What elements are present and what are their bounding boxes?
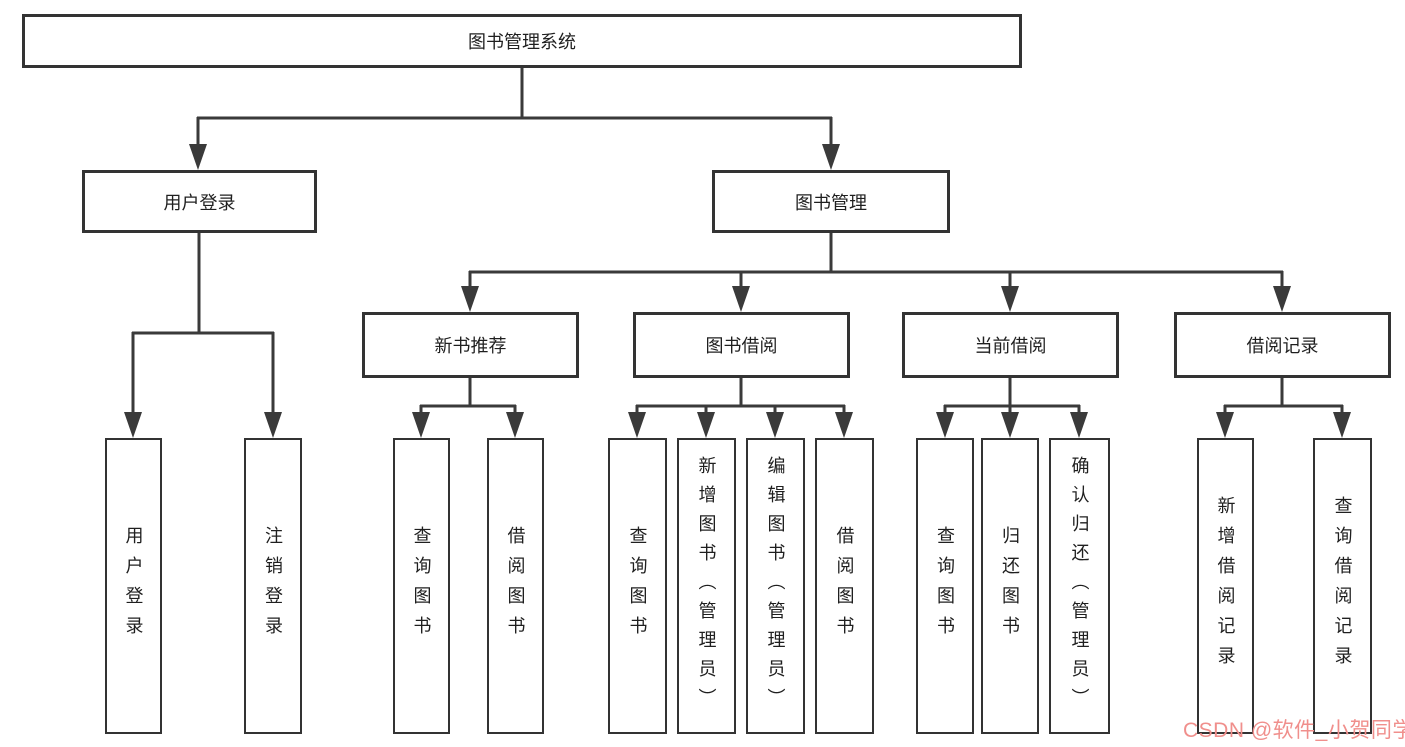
leaf-cb-return-books: 归还图书 [981, 438, 1039, 734]
leaf-user-login: 用户登录 [105, 438, 162, 734]
leaf-nbr-borrow-books: 借阅图书 [487, 438, 544, 734]
csdn-watermark: CSDN @软件_小贺同学 [1183, 719, 1405, 742]
leaf-cb-query-books: 查询图书 [916, 438, 974, 734]
leaf-cb-confirm-return-admin: 确认归还（管理员） [1049, 438, 1110, 734]
arrowheads [124, 144, 1351, 438]
node-book-management: 图书管理 [712, 170, 950, 233]
leaf-bb-add-books-admin: 新增图书（管理员） [677, 438, 736, 734]
node-user-login: 用户登录 [82, 170, 317, 233]
node-book-borrow: 图书借阅 [633, 312, 850, 378]
node-root-library-management-system: 图书管理系统 [22, 14, 1022, 68]
node-new-book-recommend: 新书推荐 [362, 312, 579, 378]
leaf-br-query-record: 查询借阅记录 [1313, 438, 1372, 734]
leaf-bb-edit-books-admin: 编辑图书（管理员） [746, 438, 805, 734]
leaf-bb-query-books: 查询图书 [608, 438, 667, 734]
leaf-br-add-record: 新增借阅记录 [1197, 438, 1254, 734]
leaf-nbr-query-books: 查询图书 [393, 438, 450, 734]
leaf-logout: 注销登录 [244, 438, 302, 734]
node-borrow-records: 借阅记录 [1174, 312, 1391, 378]
leaf-bb-borrow-books: 借阅图书 [815, 438, 874, 734]
node-current-borrow: 当前借阅 [902, 312, 1119, 378]
